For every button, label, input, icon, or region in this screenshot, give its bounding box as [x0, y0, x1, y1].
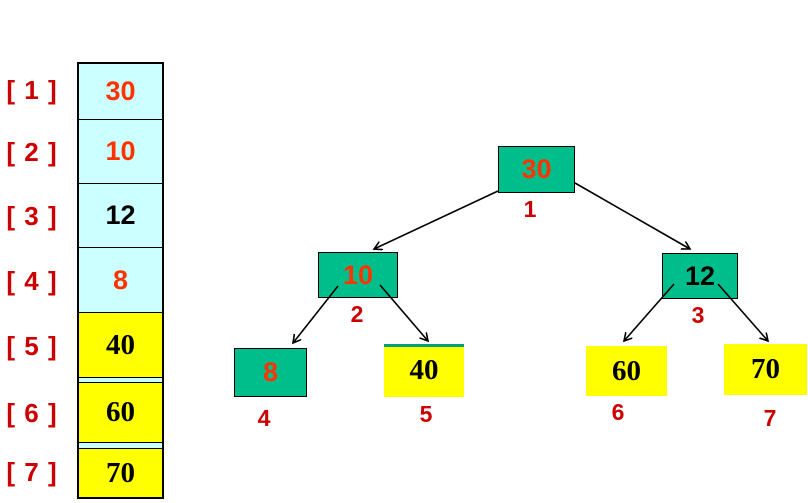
array-cell-5: 40 — [79, 313, 162, 378]
array-index-label-1: [ 1 ] — [6, 75, 58, 105]
tree-node-1-value: 30 — [521, 154, 552, 184]
tree-position-label-3: 3 — [691, 302, 705, 328]
edge-1-2-arrow — [374, 190, 499, 249]
array-index-label-7: [ 7 ] — [6, 457, 58, 487]
tree-node-5-top-strip — [384, 344, 464, 347]
tree-position-label-4: 4 — [257, 405, 271, 431]
array-cell-7: 70 — [79, 448, 162, 497]
tree-position-label-7: 7 — [763, 405, 777, 431]
tree-node-7-value: 70 — [751, 353, 780, 385]
tree-position-label-5: 5 — [419, 401, 433, 427]
array-cell-4-value: 8 — [112, 264, 129, 295]
array-column: 30 10 12 8 40 60 70 — [77, 62, 164, 499]
array-index-label-3: [ 3 ] — [6, 201, 58, 231]
tree-node-4-value: 8 — [262, 357, 279, 387]
array-cell-1-value: 30 — [105, 76, 136, 106]
array-cell-2-value: 10 — [105, 136, 136, 166]
tree-node-5: 40 — [384, 344, 464, 397]
tree-node-2: 10 — [318, 252, 398, 298]
array-cell-4: 8 — [79, 248, 162, 313]
array-cell-3: 12 — [79, 184, 162, 248]
array-cell-5-value: 40 — [106, 328, 135, 361]
tree-node-4: 8 — [234, 348, 307, 397]
edge-1-3-arrow — [574, 182, 690, 249]
array-index-label-6: [ 6 ] — [6, 398, 58, 428]
array-cell-6-value: 60 — [106, 396, 135, 428]
array-cell-6: 60 — [79, 382, 162, 443]
tree-node-3: 12 — [662, 253, 738, 299]
tree-node-6-value: 60 — [612, 354, 641, 387]
tree-position-label-2: 2 — [350, 301, 364, 327]
array-cell-3-value: 12 — [105, 200, 136, 230]
tree-node-2-value: 10 — [342, 259, 374, 290]
tree-position-label-1: 1 — [523, 196, 537, 222]
array-index-label-2: [ 2 ] — [6, 137, 58, 167]
array-index-label-5: [ 5 ] — [6, 331, 58, 361]
array-cell-7-value: 70 — [106, 456, 135, 489]
tree-node-5-value: 40 — [409, 354, 439, 386]
tree-node-1: 30 — [498, 146, 575, 193]
array-cell-1: 30 — [79, 64, 162, 120]
array-index-label-4: [ 4 ] — [6, 266, 58, 296]
tree-node-6: 60 — [586, 346, 667, 396]
array-cell-2: 10 — [79, 120, 162, 184]
tree-node-3-value: 12 — [684, 260, 716, 291]
tree-node-7: 70 — [724, 344, 807, 395]
tree-position-label-6: 6 — [611, 399, 625, 425]
